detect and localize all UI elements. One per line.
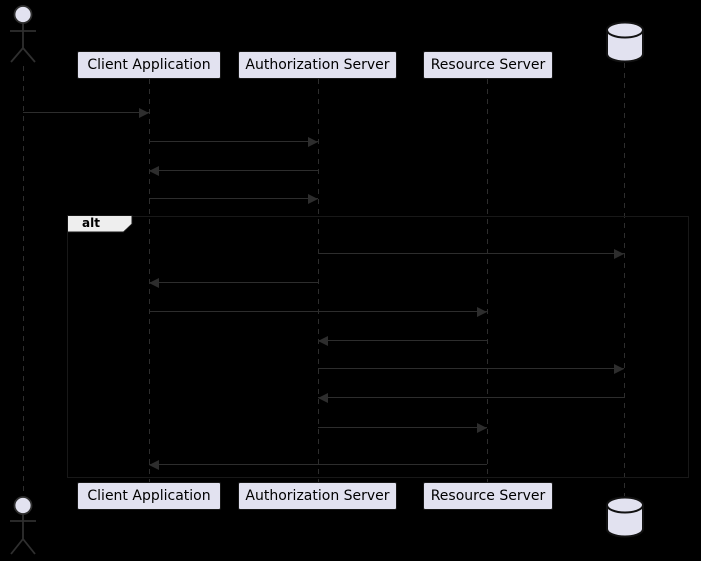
lifeline-database bbox=[624, 63, 625, 496]
message-arrow-auth-to-database bbox=[318, 248, 624, 259]
arrowhead-icon bbox=[318, 336, 328, 346]
arrowhead-icon bbox=[477, 423, 487, 433]
database-icon-bottom bbox=[606, 496, 644, 538]
participant-resource-server-top: Resource Server bbox=[423, 51, 553, 79]
message-arrow-auth-to-database bbox=[318, 363, 624, 374]
participant-authorization-server-top: Authorization Server bbox=[238, 51, 397, 79]
actor-icon-bottom bbox=[10, 496, 36, 555]
arrowhead-icon bbox=[318, 393, 328, 403]
message-arrow-client-to-resource bbox=[149, 306, 487, 317]
arrowhead-icon bbox=[308, 194, 318, 204]
arrowhead-icon bbox=[149, 460, 159, 470]
arrowhead-icon bbox=[614, 364, 624, 374]
arrowhead-icon bbox=[149, 166, 159, 176]
lifeline-user bbox=[23, 66, 24, 494]
alt-label-text: alt bbox=[82, 216, 100, 230]
message-arrow-auth-to-resource bbox=[318, 422, 487, 433]
message-arrow-auth-to-client bbox=[149, 277, 318, 288]
participant-client-application-bottom: Client Application bbox=[77, 482, 221, 510]
participant-resource-server-bottom: Resource Server bbox=[423, 482, 553, 510]
message-arrow-user-to-client bbox=[23, 107, 149, 118]
message-arrow-auth-to-client bbox=[149, 165, 318, 176]
lifeline-auth bbox=[318, 79, 319, 482]
database-icon-top bbox=[606, 21, 644, 63]
arrowhead-icon bbox=[149, 278, 159, 288]
participant-client-application-top: Client Application bbox=[77, 51, 221, 79]
alt-label-pentagon-icon bbox=[67, 215, 133, 233]
alt-fragment bbox=[67, 216, 689, 478]
message-arrow-database-to-auth bbox=[318, 392, 624, 403]
arrowhead-icon bbox=[477, 307, 487, 317]
actor-icon-top bbox=[10, 5, 36, 63]
message-arrow-resource-to-client bbox=[149, 459, 487, 470]
arrowhead-icon bbox=[614, 249, 624, 259]
participant-authorization-server-bottom: Authorization Server bbox=[238, 482, 397, 510]
message-arrow-client-to-auth bbox=[149, 136, 318, 147]
message-arrow-client-to-auth bbox=[149, 193, 318, 204]
arrowhead-icon bbox=[139, 108, 149, 118]
lifeline-resource bbox=[487, 79, 488, 482]
alt-fragment-label: alt bbox=[67, 215, 133, 233]
arrowhead-icon bbox=[308, 137, 318, 147]
message-arrow-resource-to-auth bbox=[318, 335, 487, 346]
